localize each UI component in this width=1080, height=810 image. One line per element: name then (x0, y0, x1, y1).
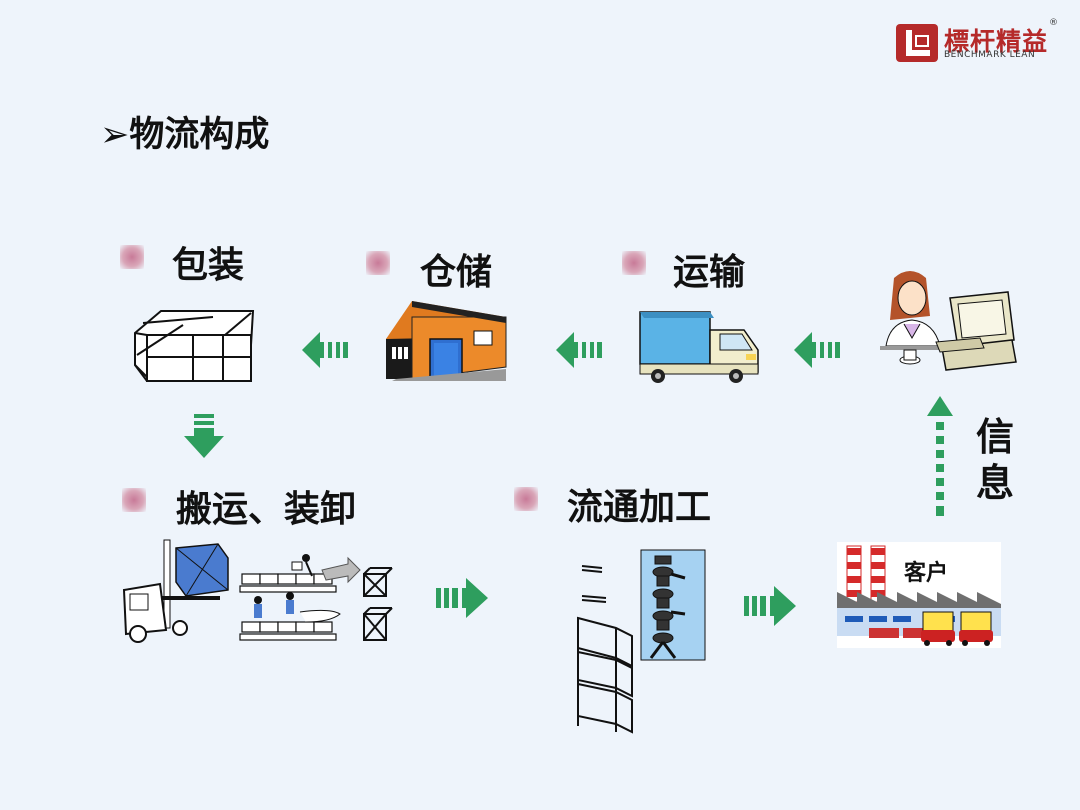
shelf-rack-icon (577, 565, 633, 734)
arrow-down-icon (184, 414, 224, 458)
brand-name-cn: 標杆精益 (944, 27, 1049, 56)
warehouse-icon (386, 301, 507, 381)
crate-icon (134, 310, 255, 382)
bullet-icon (120, 245, 144, 269)
label-processing: 流通加工 (567, 487, 712, 528)
bullet-icon (622, 251, 646, 275)
information-label: 信息 (976, 415, 1015, 505)
forklift-icon (122, 539, 229, 643)
machine-panel-icon (640, 549, 706, 661)
arrow-right-icon (744, 586, 796, 626)
page-title: ➢物流构成 (100, 115, 270, 155)
arrow-left-icon (556, 332, 602, 368)
conveyor-workers-icon (239, 554, 361, 641)
truck-icon (639, 311, 759, 383)
logo-l-icon (906, 30, 930, 56)
arrow-left-icon (794, 332, 840, 368)
brand-name-en: BENCHMARK LEAN (944, 50, 1036, 60)
label-warehousing: 仓储 (420, 252, 493, 293)
brand-logo-mark (896, 24, 938, 62)
arrow-left-icon (302, 332, 348, 368)
bullet-icon (514, 487, 538, 511)
frame-boxes-icon (363, 567, 393, 641)
arrow-right-icon (436, 578, 488, 618)
arrow-up-dashed-icon (927, 396, 953, 516)
customer-factory-icon (837, 542, 1001, 648)
bullet-icon (366, 251, 390, 275)
office-worker-icon (880, 271, 1017, 371)
registered-mark: ® (1049, 18, 1058, 28)
label-handling: 搬运、装卸 (176, 489, 357, 530)
customer-label: 客户 (904, 561, 949, 586)
bullet-icon (122, 488, 146, 512)
label-transport: 运输 (673, 252, 746, 293)
label-packaging: 包装 (172, 245, 245, 286)
